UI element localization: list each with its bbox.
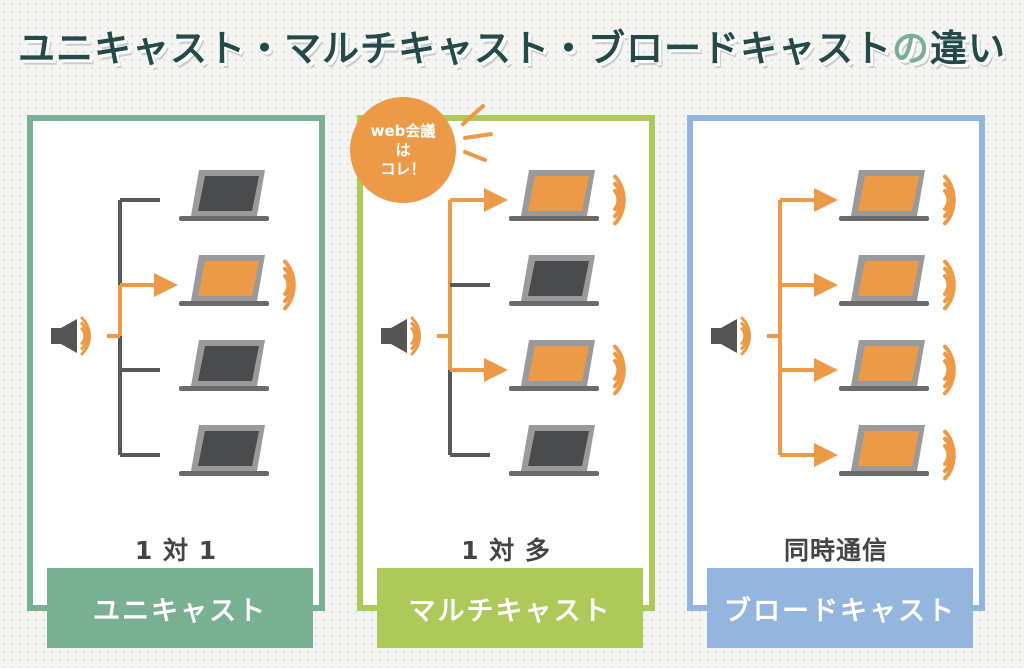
title-tail: 違い — [930, 27, 1006, 70]
signal-waves-icon — [283, 274, 291, 296]
label-unicast: ユニキャスト — [47, 568, 313, 648]
signal-waves-icon — [79, 321, 89, 351]
signal-waves-icon — [283, 259, 296, 311]
signal-waves-icon — [943, 189, 951, 211]
signal-waves-icon — [409, 316, 421, 356]
signal-waves-icon — [409, 321, 419, 351]
laptop-base — [839, 216, 929, 221]
arrow-icon — [154, 273, 178, 297]
signal-waves-icon — [943, 436, 954, 474]
signal-waves-icon — [739, 326, 747, 346]
laptop-base — [179, 386, 269, 391]
signal-waves-icon — [943, 429, 956, 481]
signal-waves-icon — [613, 181, 624, 219]
signal-waves-icon — [613, 189, 621, 211]
speaker-icon — [51, 328, 61, 344]
laptop-base — [509, 216, 599, 221]
laptop-screen — [198, 431, 259, 466]
signal-waves-icon — [79, 326, 87, 346]
web-meeting-callout: web会議 は コレ！ — [350, 97, 456, 203]
signal-waves-icon — [613, 359, 621, 381]
signal-waves-icon — [943, 174, 956, 226]
signal-waves-icon — [943, 181, 954, 219]
signal-waves-icon — [943, 351, 954, 389]
signal-waves-icon — [943, 259, 956, 311]
laptop-screen — [858, 431, 919, 466]
panel-broadcast: 同時通信 — [687, 115, 985, 611]
laptop-screen — [198, 346, 259, 381]
signal-waves-icon — [943, 359, 951, 381]
arrow-icon — [814, 273, 838, 297]
title-accent: の — [892, 27, 930, 70]
laptop-screen — [858, 346, 919, 381]
signal-waves-icon — [613, 344, 626, 396]
speaker-icon — [721, 319, 737, 353]
arrow-icon — [484, 358, 508, 382]
laptop-base — [179, 471, 269, 476]
page-title: ユニキャスト・マルチキャスト・ブロードキャストの違い — [0, 18, 1024, 72]
laptop-base — [839, 301, 929, 306]
speaker-icon — [381, 328, 391, 344]
laptop-screen — [528, 346, 589, 381]
signal-waves-icon — [943, 444, 951, 466]
signal-waves-icon — [409, 326, 417, 346]
panel-caption: 同時通信 — [783, 536, 888, 565]
laptop-screen — [528, 261, 589, 296]
laptop-screen — [528, 176, 589, 211]
speaker-icon — [711, 328, 721, 344]
arrow-icon — [484, 188, 508, 212]
title-main: ユニキャスト・マルチキャスト・ブロードキャスト — [18, 27, 892, 70]
arrow-icon — [814, 358, 838, 382]
signal-waves-icon — [943, 344, 956, 396]
arrow-icon — [814, 188, 838, 212]
laptop-base — [509, 386, 599, 391]
label-broadcast: ブロードキャスト — [707, 568, 973, 648]
speaker-icon — [61, 319, 77, 353]
laptop-screen — [528, 431, 589, 466]
callout-emphasis-lines — [461, 104, 493, 162]
laptop-screen — [198, 176, 259, 211]
laptop-base — [509, 471, 599, 476]
signal-waves-icon — [739, 321, 749, 351]
laptop-screen — [858, 261, 919, 296]
laptop-screen — [198, 261, 259, 296]
signal-waves-icon — [613, 351, 624, 389]
laptop-base — [179, 216, 269, 221]
laptop-base — [839, 386, 929, 391]
callout-line-3: コレ！ — [380, 159, 426, 178]
signal-waves-icon — [943, 274, 951, 296]
panel-caption: 1 対 1 — [134, 536, 218, 565]
signal-waves-icon — [739, 316, 751, 356]
callout-line-1: web会議 — [370, 121, 436, 140]
signal-waves-icon — [79, 316, 91, 356]
laptop-base — [509, 301, 599, 306]
laptop-base — [179, 301, 269, 306]
laptop-screen — [858, 176, 919, 211]
signal-waves-icon — [943, 266, 954, 304]
arrow-icon — [814, 443, 838, 467]
callout-line-2: は — [395, 140, 411, 159]
signal-waves-icon — [613, 174, 626, 226]
signal-waves-icon — [283, 266, 294, 304]
label-multicast: マルチキャスト — [377, 568, 643, 648]
laptop-base — [839, 471, 929, 476]
panel-caption: 1 対 多 — [461, 536, 551, 565]
speaker-icon — [391, 319, 407, 353]
